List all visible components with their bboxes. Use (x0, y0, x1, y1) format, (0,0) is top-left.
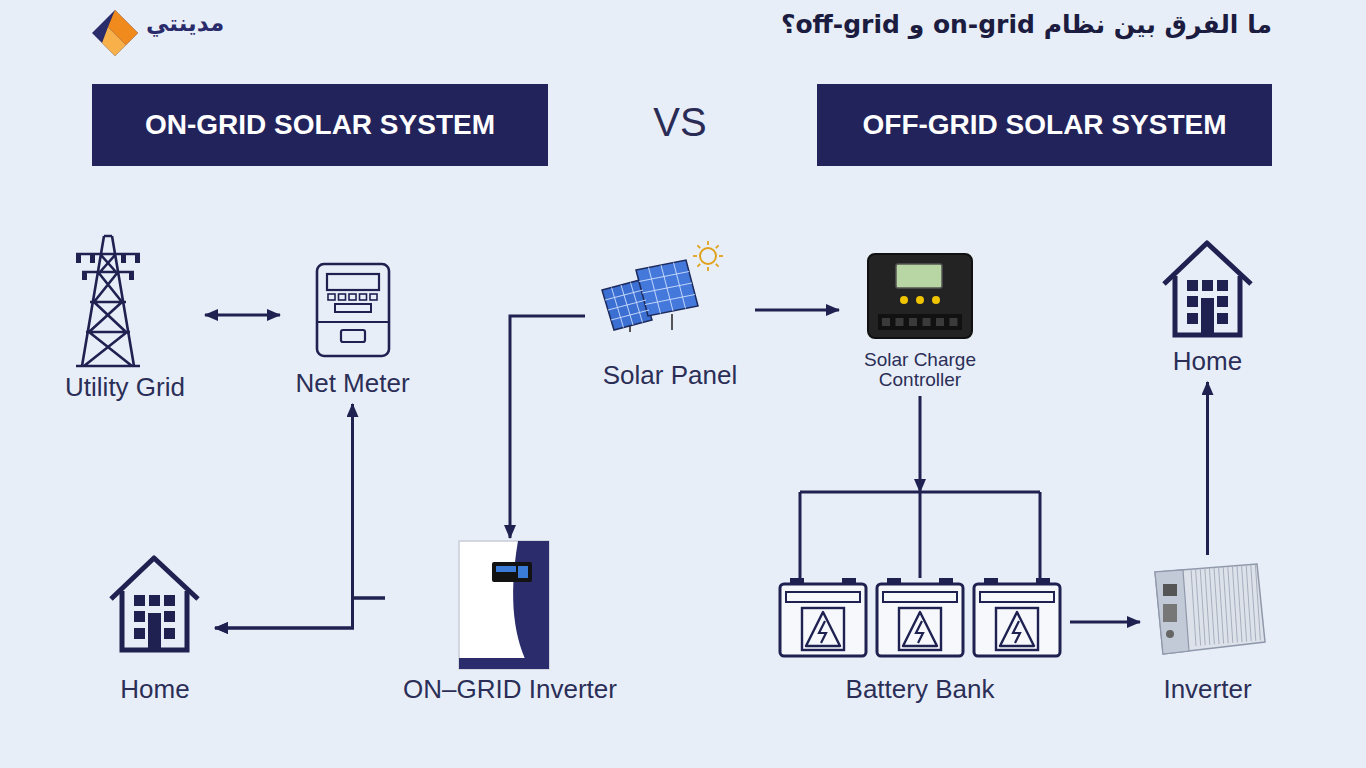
connector-arrow (215, 598, 385, 628)
connector-arrow (919, 396, 922, 492)
icon-art (315, 262, 391, 358)
home-icon: Home (1150, 236, 1265, 382)
node-label: ON–GRID Inverter (403, 674, 617, 704)
page-title: ما الفرق بين نظام on-grid و off-grid؟ (781, 10, 1272, 39)
icon-art (866, 246, 974, 340)
node-label: Home (120, 674, 189, 704)
home-icon: Home (95, 550, 215, 710)
charge-controller: Solar Charge Controller (839, 244, 1001, 396)
system-band: OFF-GRID SOLAR SYSTEM (817, 84, 1272, 166)
icon-art (770, 492, 1070, 658)
node-label: Battery Bank (846, 674, 995, 704)
connector-arrow (353, 404, 386, 598)
band-title: OFF-GRID SOLAR SYSTEM (863, 110, 1227, 140)
versus-label: VS (620, 100, 740, 145)
node-label: Inverter (1163, 674, 1251, 704)
utility-grid: Utility Grid (45, 230, 205, 408)
logo-text: مدينتي (146, 10, 224, 36)
icon-art (600, 240, 725, 332)
net-meter: Net Meter (280, 258, 425, 404)
connector-arrow (1070, 621, 1140, 624)
ongrid-inverter: ON–GRID Inverter (385, 538, 635, 710)
solar-panel: Solar Panel (585, 240, 755, 396)
icon-art (458, 540, 550, 670)
system-band: ON-GRID SOLAR SYSTEM (92, 84, 548, 166)
band-title: ON-GRID SOLAR SYSTEM (145, 110, 495, 140)
icon-art (1160, 238, 1255, 338)
node-label: Net Meter (295, 368, 409, 398)
offgrid-inverter: Inverter (1140, 555, 1275, 710)
battery-bank: Battery Bank (770, 492, 1070, 710)
icon-art (73, 232, 143, 368)
connector-arrow (755, 309, 839, 312)
connector-arrow (510, 316, 585, 538)
connector-arrow (215, 404, 353, 628)
logo-icon (88, 6, 142, 60)
node-label: Utility Grid (65, 372, 185, 402)
icon-art (1145, 558, 1270, 658)
connector-arrow (205, 314, 280, 317)
connector-arrow (1206, 382, 1209, 555)
node-label: Home (1173, 346, 1242, 376)
icon-art (107, 553, 202, 653)
node-label: Solar Panel (603, 360, 737, 390)
node-label: Solar Charge Controller (845, 350, 995, 390)
